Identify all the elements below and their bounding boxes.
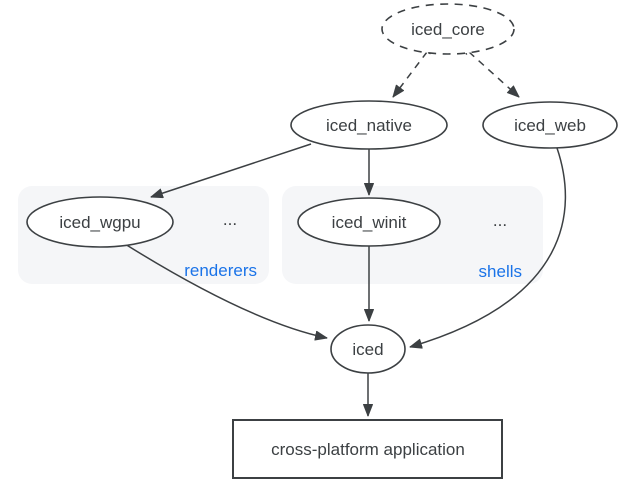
- edge-iced-native-to-iced-wgpu: [150, 143, 312, 199]
- node-iced-winit-shape: [297, 197, 441, 247]
- edge-iced-core-to-iced-native: [392, 52, 427, 97]
- node-iced-native: iced_native: [290, 100, 448, 150]
- node-iced-web-label: iced_web: [514, 116, 586, 135]
- node-cross-platform-application-label: cross-platform application: [271, 440, 465, 459]
- node-iced-native-label: iced_native: [326, 116, 412, 135]
- node-iced-web-shape: [482, 101, 618, 149]
- edge-iced-core-to-iced-web: [469, 52, 520, 98]
- node-iced-winit: iced_winit: [297, 197, 441, 247]
- node-iced-core-shape: [381, 3, 515, 55]
- edge-iced-web-to-iced: [409, 147, 567, 349]
- group-renderers-ellipsis: ...: [223, 210, 237, 229]
- node-iced-web: iced_web: [482, 101, 618, 149]
- node-iced-shape: [330, 324, 406, 374]
- group-shells-label: shells: [479, 262, 522, 281]
- node-cross-platform-application-shape: [232, 419, 503, 479]
- node-iced-native-shape: [290, 100, 448, 150]
- node-iced-winit-label: iced_winit: [332, 213, 407, 232]
- node-iced-wgpu-shape: [26, 196, 174, 248]
- group-renderers-label: renderers: [184, 261, 257, 280]
- node-cross-platform-application: cross-platform application: [232, 419, 503, 479]
- node-iced-core: iced_core: [381, 3, 515, 55]
- node-iced: iced: [330, 324, 406, 374]
- group-shells-ellipsis: ...: [493, 211, 507, 230]
- node-iced-label: iced: [352, 340, 383, 359]
- edge-iced-wgpu-to-iced: [124, 243, 328, 341]
- node-iced-core-label: iced_core: [411, 20, 485, 39]
- node-iced-wgpu-label: iced_wgpu: [59, 213, 140, 232]
- node-iced-wgpu: iced_wgpu: [26, 196, 174, 248]
